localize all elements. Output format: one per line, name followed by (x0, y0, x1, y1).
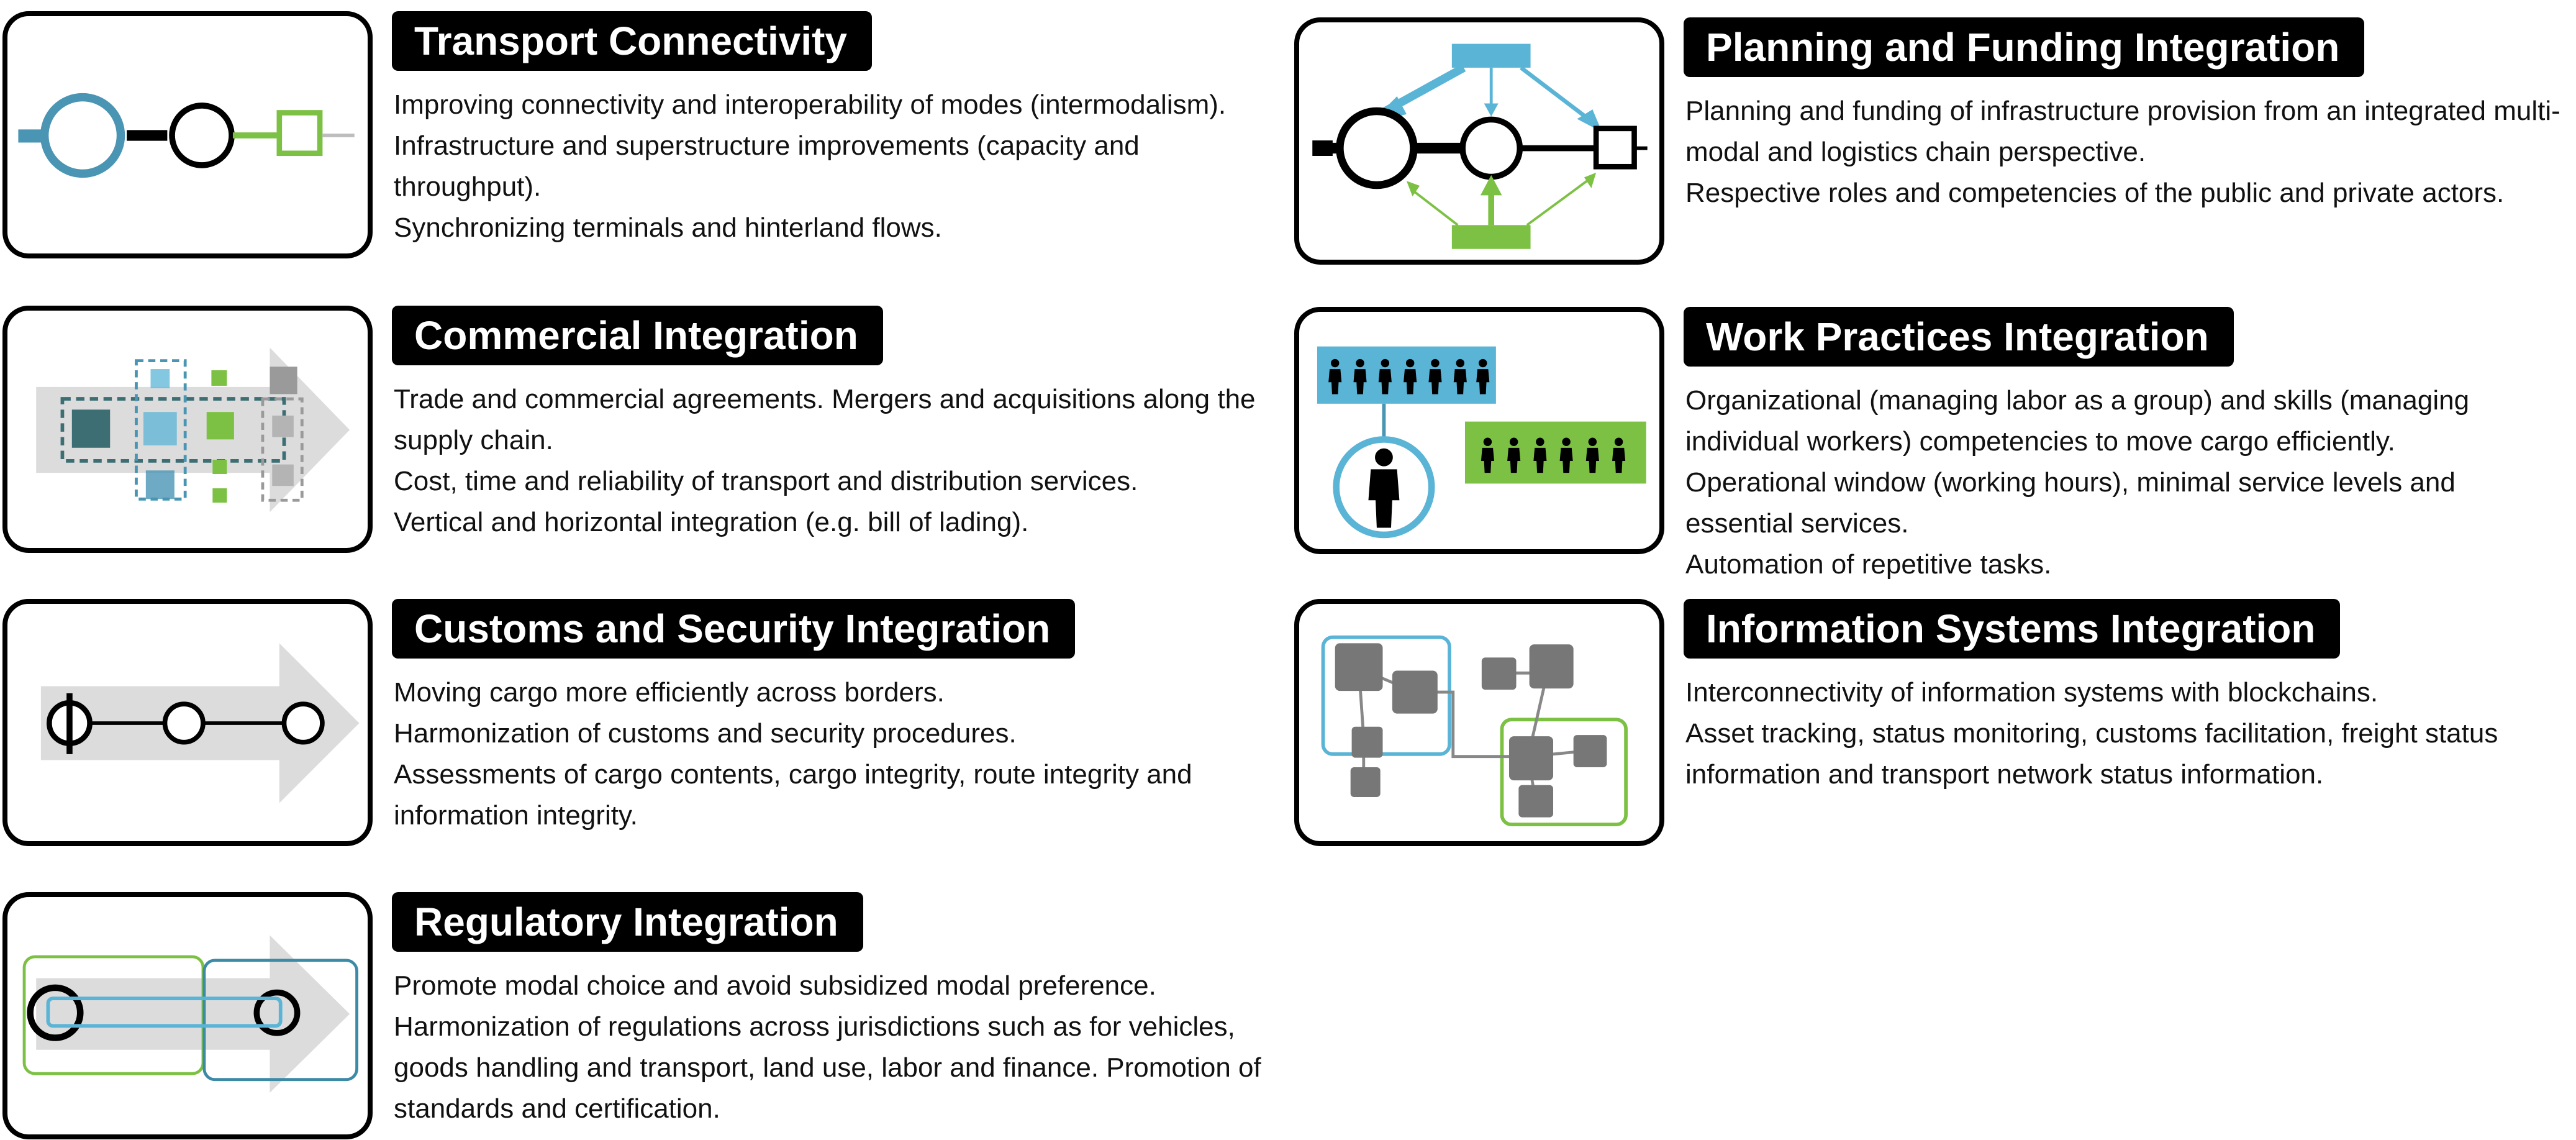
description-line: Harmonization of customs and security pr… (394, 718, 1017, 749)
card-information-systems-integration: Information Systems Integration Intercon… (1294, 599, 2574, 854)
description-line: Respective roles and competencies of the… (1685, 178, 2505, 208)
description-line: Harmonization of regulations across juri… (394, 1011, 1261, 1124)
description-line: Operational window (working hours), mini… (1685, 467, 2456, 539)
work-practices-icon (1294, 307, 1664, 554)
planning-funding-icon (1294, 17, 1664, 265)
description-line: Planning and funding of infrastructure p… (1685, 96, 2560, 167)
title-customs-security-integration: Customs and Security Integration (392, 599, 1076, 659)
title-planning-funding-integration: Planning and Funding Integration (1684, 17, 2365, 77)
description-commercial-integration: Trade and commercial agreements. Mergers… (394, 379, 1263, 543)
description-line: Asset tracking, status monitoring, custo… (1685, 718, 2498, 790)
description-line: Cost, time and reliability of transport … (394, 466, 1138, 496)
card-transport-connectivity: Transport Connectivity Improving connect… (2, 11, 1269, 266)
regulatory-integration-icon (2, 892, 373, 1139)
card-work-practices-integration: Work Practices Integration Organizationa… (1294, 307, 2574, 580)
card-regulatory-integration: Regulatory Integration Promote modal cho… (2, 892, 1269, 1139)
transport-connectivity-icon (2, 11, 373, 258)
description-line: Synchronizing terminals and hinterland f… (394, 212, 942, 243)
title-information-systems-integration: Information Systems Integration (1684, 599, 2341, 659)
commercial-integration-icon (2, 306, 373, 553)
title-regulatory-integration: Regulatory Integration (392, 892, 863, 952)
customs-security-icon (2, 599, 373, 846)
title-work-practices-integration: Work Practices Integration (1684, 307, 2234, 367)
description-information-systems-integration: Interconnectivity of information systems… (1685, 672, 2567, 795)
description-work-practices-integration: Organizational (managing labor as a grou… (1685, 380, 2542, 585)
description-line: Improving connectivity and interoperabil… (394, 89, 1227, 120)
description-line: Assessments of cargo contents, cargo int… (394, 759, 1192, 831)
card-customs-security-integration: Customs and Security Integration Moving … (2, 599, 1269, 854)
description-line: Interconnectivity of information systems… (1685, 677, 2379, 708)
description-line: Promote modal choice and avoid subsidize… (394, 970, 1156, 1001)
title-commercial-integration: Commercial Integration (392, 306, 883, 365)
description-customs-security-integration: Moving cargo more efficiently across bor… (394, 672, 1263, 836)
description-line: Automation of repetitive tasks. (1685, 549, 2052, 580)
description-transport-connectivity: Improving connectivity and interoperabil… (394, 84, 1269, 249)
card-planning-funding-integration: Planning and Funding Integration Plannin… (1294, 17, 2574, 272)
description-planning-funding-integration: Planning and funding of infrastructure p… (1685, 91, 2570, 214)
description-line: Moving cargo more efficiently across bor… (394, 677, 945, 708)
information-systems-icon (1294, 599, 1664, 846)
description-line: Vertical and horizontal integration (e.g… (394, 507, 1029, 537)
title-transport-connectivity: Transport Connectivity (392, 11, 872, 71)
description-line: Infrastructure and superstructure improv… (394, 130, 1140, 202)
description-line: Organizational (managing labor as a grou… (1685, 385, 2470, 457)
description-regulatory-integration: Promote modal choice and avoid subsidize… (394, 965, 1276, 1129)
card-commercial-integration: Commercial Integration Trade and commerc… (2, 306, 1269, 560)
description-line: Trade and commercial agreements. Mergers… (394, 384, 1256, 455)
